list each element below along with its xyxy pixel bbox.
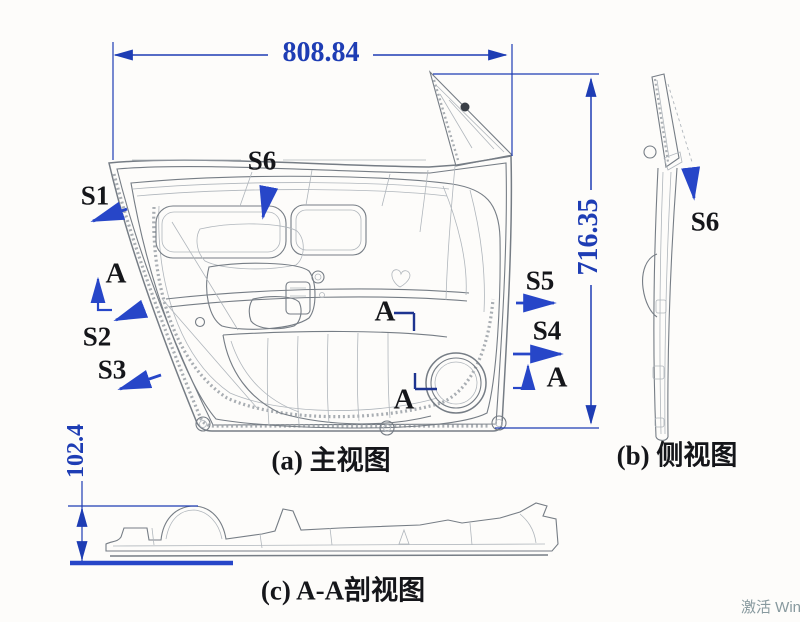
inner-band-contour bbox=[130, 175, 501, 429]
s6-main-arrow bbox=[259, 184, 279, 220]
side-body bbox=[653, 167, 678, 441]
fastener-hole bbox=[311, 270, 325, 284]
panel-inner-outline bbox=[116, 162, 507, 426]
dim-section-height-label: 102.4 bbox=[63, 421, 89, 481]
main-view-drawing bbox=[108, 70, 514, 436]
label-s1: S1 bbox=[80, 180, 110, 211]
caption-main-view: (a) 主视图 bbox=[271, 445, 391, 476]
panel-edge-hatch-band bbox=[112, 173, 490, 428]
dim-height-label: 716.35 bbox=[573, 195, 604, 279]
cutout-hole bbox=[391, 269, 411, 288]
upper-recess bbox=[155, 205, 287, 259]
label-s5: S5 bbox=[525, 265, 555, 296]
speaker-ring bbox=[425, 352, 487, 414]
section-arrow-left bbox=[90, 276, 112, 312]
label-a-lower: A bbox=[393, 383, 415, 416]
section-cut-brackets bbox=[394, 311, 437, 391]
side-pocket-bump bbox=[642, 253, 658, 318]
s3-arrow bbox=[117, 370, 162, 391]
panel-outer-outline bbox=[108, 155, 513, 432]
extension-lines bbox=[433, 73, 599, 429]
switch-recess bbox=[290, 204, 367, 256]
pocket-ribs bbox=[266, 332, 391, 426]
mirror-triangle-hatch bbox=[432, 79, 460, 161]
label-s3: S3 bbox=[97, 354, 127, 385]
s6-side-arrow bbox=[681, 166, 701, 201]
door-pull-handle bbox=[206, 262, 316, 330]
armrest-pad bbox=[196, 223, 304, 270]
label-s2: S2 bbox=[82, 321, 112, 352]
s1-arrow bbox=[90, 201, 128, 223]
extension-lines bbox=[112, 42, 513, 160]
side-blade bbox=[651, 73, 680, 168]
mirror-triangle-outline bbox=[428, 70, 514, 167]
armrest-band bbox=[165, 288, 470, 308]
caption-section-view: (c) A-A剖视图 bbox=[260, 575, 426, 606]
side-hook bbox=[643, 145, 657, 159]
side-view-drawing bbox=[642, 73, 693, 441]
dimension-height bbox=[433, 73, 599, 429]
label-a-left: A bbox=[105, 257, 127, 290]
label-s6-main: S6 bbox=[247, 145, 277, 176]
bottom-clips bbox=[195, 415, 507, 436]
section-arrow-right bbox=[513, 363, 536, 391]
label-a-upper: A bbox=[374, 295, 396, 328]
section-dome-inner bbox=[165, 509, 223, 540]
dim-width-label: 808.84 bbox=[279, 39, 363, 67]
caption-side-view: (b) 侧视图 bbox=[616, 440, 738, 471]
mirror-screw-hole bbox=[460, 102, 470, 112]
dimension-section-height bbox=[68, 472, 198, 561]
pointer-arrows bbox=[90, 166, 701, 391]
watermark-text: 激活 Win bbox=[741, 599, 800, 616]
s2-arrow bbox=[113, 299, 149, 322]
label-s4: S4 bbox=[532, 315, 562, 346]
label-a-right: A bbox=[546, 361, 568, 394]
inner-sweep-hatch bbox=[152, 206, 495, 419]
dimension-width bbox=[112, 42, 513, 160]
map-pocket bbox=[222, 330, 448, 338]
label-s6-side: S6 bbox=[690, 206, 720, 237]
section-view-drawing bbox=[70, 502, 559, 566]
